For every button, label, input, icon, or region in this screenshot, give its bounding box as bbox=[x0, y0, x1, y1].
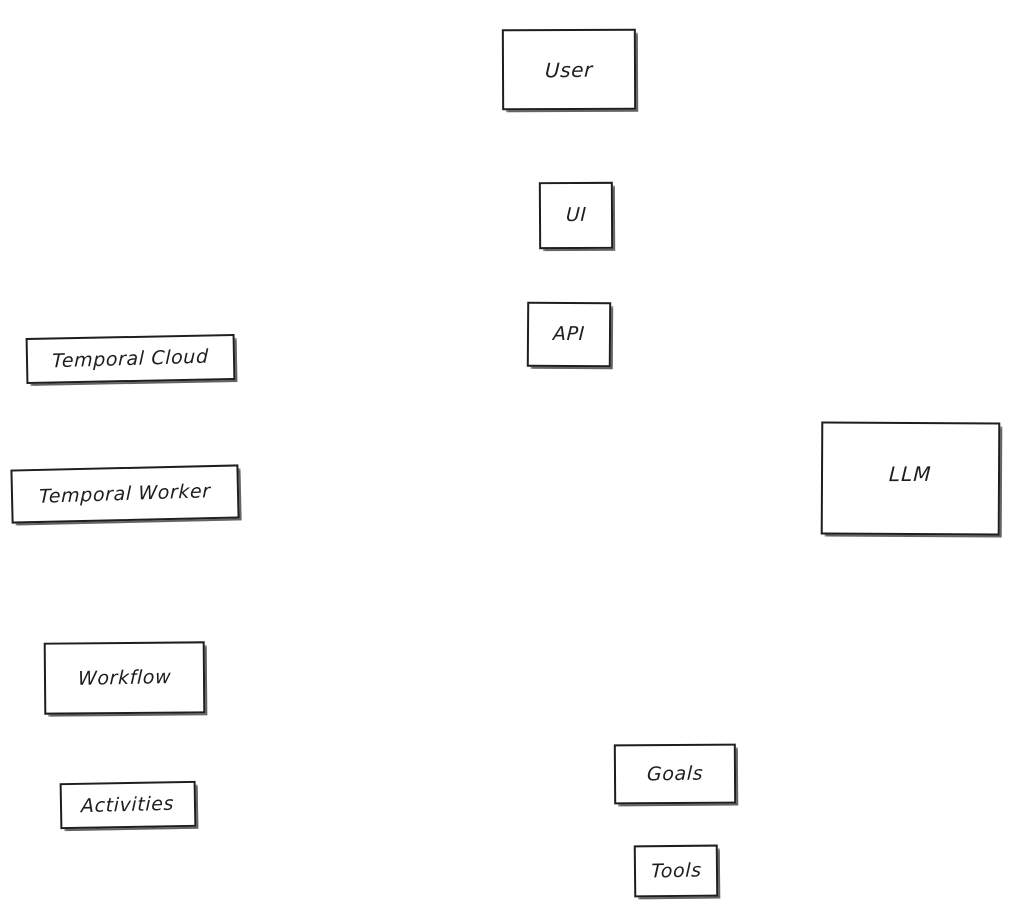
node-temporal-worker-label: Temporal Worker bbox=[38, 479, 212, 508]
node-tools-label: Tools bbox=[650, 858, 702, 883]
node-temporal-cloud-label: Temporal Cloud bbox=[51, 345, 210, 372]
node-goals[interactable]: Goals bbox=[613, 743, 737, 805]
node-ui[interactable]: UI bbox=[538, 181, 614, 250]
node-temporal-worker[interactable]: Temporal Worker bbox=[10, 464, 240, 524]
node-llm-label: LLM bbox=[888, 461, 933, 486]
node-api-label: API bbox=[552, 322, 586, 346]
node-temporal-cloud[interactable]: Temporal Cloud bbox=[25, 333, 236, 385]
node-workflow[interactable]: Workflow bbox=[43, 641, 206, 715]
node-activities-label: Activities bbox=[81, 792, 175, 817]
node-llm[interactable]: LLM bbox=[820, 421, 1001, 536]
node-user[interactable]: User bbox=[501, 28, 637, 111]
node-tools[interactable]: Tools bbox=[633, 844, 719, 898]
clipped-header-text bbox=[0, 0, 1015, 3]
node-goals-label: Goals bbox=[646, 762, 704, 785]
node-activities[interactable]: Activities bbox=[59, 780, 197, 830]
node-workflow-label: Workflow bbox=[77, 665, 172, 690]
node-api[interactable]: API bbox=[526, 301, 612, 368]
node-ui-label: UI bbox=[565, 203, 587, 227]
node-user-label: User bbox=[544, 57, 594, 82]
